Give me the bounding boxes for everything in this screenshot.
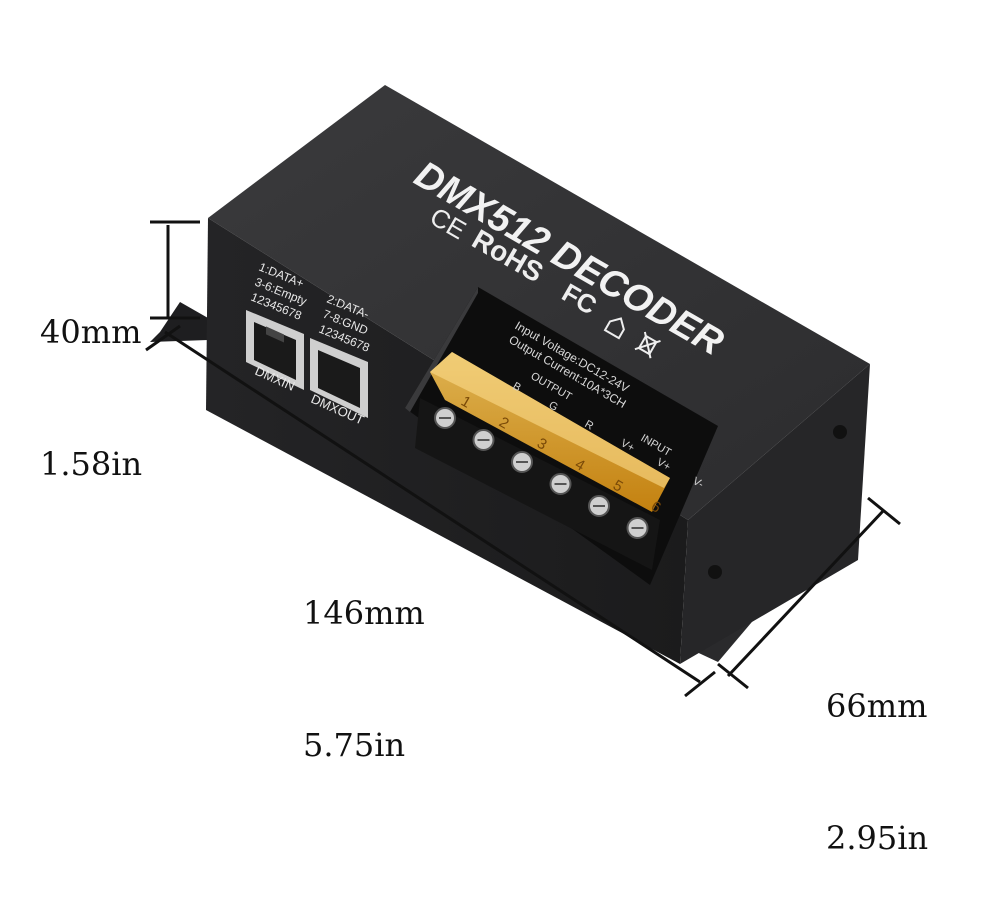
dimension-height-mm: 40mm bbox=[40, 313, 142, 351]
dimension-line-height bbox=[150, 220, 200, 320]
terminal-window-frame bbox=[405, 287, 478, 412]
dimension-line-length bbox=[145, 324, 716, 698]
terminal-signal-label: V+ bbox=[655, 456, 673, 473]
dimension-height-in: 1.58in bbox=[40, 445, 143, 483]
screw bbox=[833, 425, 847, 439]
terminal-signal-label: V+ bbox=[619, 437, 637, 454]
case-end bbox=[680, 364, 870, 664]
dimension-length-label: 146mm 5.75in bbox=[303, 503, 425, 811]
mounting-flange-left bbox=[150, 302, 208, 342]
dimension-width-in: 2.95in bbox=[826, 819, 929, 857]
dimension-length-mm: 146mm bbox=[303, 594, 425, 632]
dimension-width-mm: 66mm bbox=[826, 687, 928, 725]
recycle-icon bbox=[603, 317, 625, 340]
case-top bbox=[208, 85, 870, 520]
screw bbox=[708, 565, 722, 579]
port-dmx-in[interactable] bbox=[246, 310, 304, 390]
dimension-length-in: 5.75in bbox=[303, 726, 406, 764]
terminal-cover-edge bbox=[430, 352, 670, 488]
weee-bin-icon bbox=[634, 331, 661, 359]
port-dmx-out[interactable] bbox=[310, 338, 368, 418]
terminal-screws bbox=[434, 407, 649, 539]
product-photo: DMX512 DECODER CE RoHS FC 1:DATA+ 3-6:Em… bbox=[145, 85, 901, 698]
dimension-width-label: 66mm 2.95in bbox=[826, 596, 928, 904]
dimension-line-width bbox=[717, 496, 901, 690]
dimension-height-label: 40mm 1.58in bbox=[40, 222, 142, 530]
